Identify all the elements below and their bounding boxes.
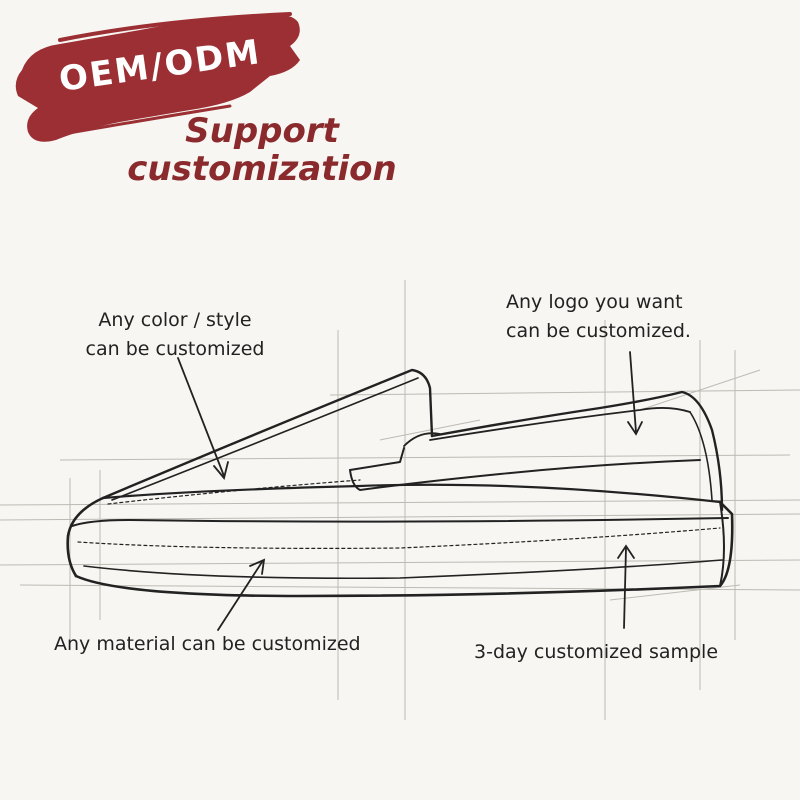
annotation-color-style-line-2: can be customized — [85, 338, 265, 361]
annotation-color-style-line-1: Any color / style — [98, 309, 252, 331]
arrow-material — [217, 558, 266, 631]
arrow-color-style — [177, 357, 229, 480]
subtitle-line-1: Support — [185, 111, 339, 151]
subtitle: Support customization — [112, 112, 412, 188]
annotation-sample: 3-day customized sample — [474, 641, 719, 663]
subtitle-line-2: customization — [127, 149, 397, 190]
annotation-material: Any material can be customized — [54, 633, 361, 655]
annotation-arrows — [177, 351, 643, 631]
annotation-color-style: Any color / style can be customized — [70, 306, 280, 365]
annotation-logo-line-2: can be customized. — [506, 320, 691, 343]
arrow-logo — [627, 351, 643, 436]
annotation-logo-line-1: Any logo you want — [506, 291, 683, 313]
arrow-sample — [617, 544, 635, 629]
annotation-logo: Any logo you want can be customized. — [506, 288, 756, 347]
construction-lines — [0, 280, 800, 720]
shoe-outline — [66, 368, 734, 598]
